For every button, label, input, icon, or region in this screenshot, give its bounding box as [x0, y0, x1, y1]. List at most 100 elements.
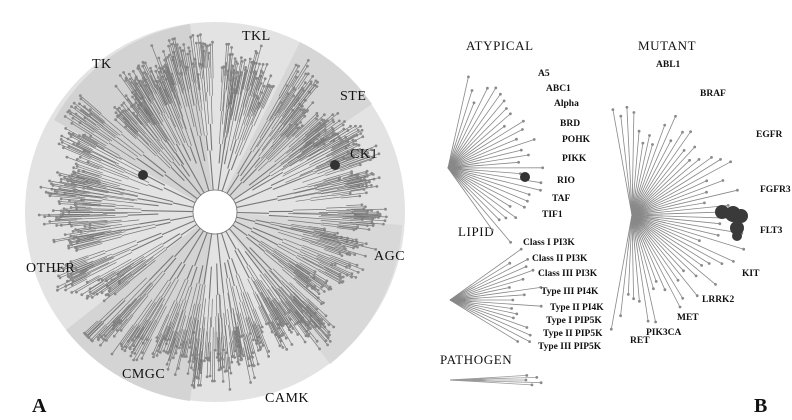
leaf-node: [89, 338, 93, 342]
leaf-node: [703, 201, 706, 205]
leaf-node: [167, 39, 171, 42]
tree-branch: [133, 112, 143, 125]
tree-branch: [478, 170, 521, 174]
tree-branch: [115, 85, 139, 115]
tree-branch: [65, 256, 89, 266]
tree-branch: [340, 237, 367, 245]
leaf-node: [102, 337, 105, 341]
leaf-node: [63, 176, 66, 180]
tree-branch: [217, 163, 223, 191]
tree-branch: [125, 262, 145, 277]
tree-branch: [330, 133, 361, 150]
tree-branch: [256, 324, 269, 357]
tree-branch: [297, 147, 314, 159]
tree-branch: [182, 143, 192, 162]
tree-branch: [196, 67, 202, 103]
leaf-node: [383, 219, 387, 223]
tree-branch: [136, 321, 147, 338]
panel-label-b: B: [754, 395, 767, 417]
leaf-node: [165, 64, 169, 67]
tree-branch: [233, 72, 238, 95]
tree-branch: [477, 287, 510, 295]
tree-branch: [246, 266, 256, 281]
tree-branch: [343, 175, 368, 183]
leaf-node: [62, 146, 65, 150]
tree-branch: [313, 230, 335, 235]
tree-branch: [73, 171, 99, 180]
tree-branch: [481, 139, 535, 158]
tree-branch: [98, 270, 115, 281]
tree-branch: [85, 122, 113, 142]
leaf-node: [365, 191, 368, 195]
flt3-hit-marker: [732, 231, 742, 241]
tree-branch: [273, 118, 291, 140]
tree-branch: [632, 241, 634, 299]
tree-branch: [356, 223, 374, 226]
tree-branch: [195, 82, 200, 111]
tree-branch: [226, 107, 232, 138]
tree-branch: [299, 273, 325, 292]
tree-branch: [283, 267, 296, 277]
mutant-label-lrrk2: LRRK2: [702, 295, 734, 305]
tree-branch: [234, 186, 273, 204]
leaf-node: [306, 59, 310, 62]
tree-branch: [169, 312, 180, 340]
tree-branch: [260, 279, 274, 300]
leaf-node: [178, 346, 181, 350]
leaf-node: [75, 290, 78, 294]
tree-branch: [284, 110, 308, 136]
leaf-node: [233, 71, 237, 74]
tree-branch: [76, 193, 108, 199]
tree-branch: [136, 232, 162, 244]
tree-branch: [342, 243, 358, 248]
leaf-node: [86, 235, 90, 239]
tree-branch: [316, 179, 344, 188]
tree-branch: [148, 122, 163, 141]
tree-branch: [280, 286, 293, 301]
leaf-node: [651, 143, 654, 146]
tree-branch: [259, 305, 273, 333]
tree-branch: [476, 278, 524, 293]
leaf-node: [174, 43, 177, 47]
tree-branch: [160, 140, 181, 166]
leaf-node: [107, 289, 111, 293]
tree-branch: [46, 191, 81, 197]
leaf-node: [135, 114, 139, 118]
tree-branch: [209, 44, 212, 79]
tree-branch: [290, 227, 315, 233]
tree-branch: [236, 326, 243, 352]
leaf-node: [279, 339, 283, 343]
tree-branch: [157, 81, 166, 98]
tree-branch: [346, 204, 362, 206]
tree-branch: [303, 301, 323, 320]
tree-branch: [172, 39, 180, 67]
leaf-node: [67, 210, 71, 214]
tree-branch: [222, 66, 225, 83]
tree-branch: [245, 317, 251, 334]
leaf-node: [166, 55, 170, 59]
tree-branch: [285, 317, 298, 335]
panel-label-a: A: [32, 395, 47, 417]
tree-branch: [219, 294, 222, 314]
tree-branch: [319, 238, 354, 249]
tree-branch: [193, 357, 199, 388]
tree-branch: [67, 179, 85, 184]
tree-branch: [302, 302, 322, 323]
tree-branch: [188, 303, 197, 339]
tree-branch: [302, 129, 326, 147]
leaf-node: [189, 35, 193, 39]
tree-branch: [64, 192, 87, 197]
tree-branch: [142, 78, 152, 94]
tree-branch: [102, 300, 126, 323]
leaf-node: [254, 70, 257, 74]
tree-branch: [236, 211, 270, 214]
tree-branch: [199, 161, 210, 192]
leaf-node: [133, 352, 137, 355]
tree-branch: [61, 139, 91, 154]
leaf-node: [48, 220, 52, 223]
tree-branch: [171, 85, 184, 118]
leaf-node: [522, 119, 525, 123]
tree-branch: [289, 311, 309, 337]
tree-branch: [267, 136, 293, 161]
tree-branch: [257, 324, 270, 352]
